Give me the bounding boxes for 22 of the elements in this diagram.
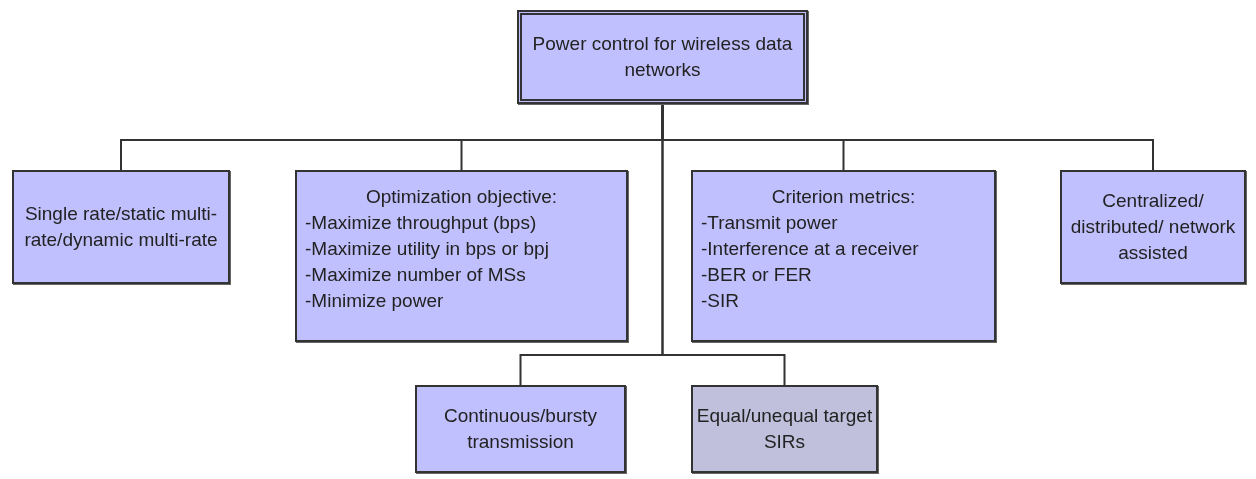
list-item: -Transmit power: [701, 211, 839, 235]
box-label: Continuous/bursty transmission: [442, 404, 599, 454]
list-item: -Maximize number of MSs: [305, 263, 527, 287]
box-label: Power control for wireless data networks: [531, 32, 794, 82]
category-box: [1060, 170, 1246, 284]
box-label: Centralized/ distributed/ network assisted: [1069, 189, 1237, 265]
list-item: -Maximize utility in bps or bpj: [305, 237, 550, 261]
category-box: [517, 10, 808, 104]
box-label: Equal/unequal target SIRs: [695, 404, 874, 454]
list-item: -SIR: [701, 289, 740, 313]
list-item: -Interference at a receiver: [701, 237, 920, 261]
box-label: Single rate/static multi-rate/dynamic multi-rate: [23, 202, 219, 252]
category-box: [295, 170, 628, 342]
list-item: -Minimize power: [305, 289, 445, 313]
box-heading: Optimization objective:: [364, 185, 559, 209]
category-box: [12, 170, 230, 284]
category-box: [415, 385, 626, 473]
category-box: [691, 170, 996, 342]
list-item: -BER or FER: [701, 263, 813, 287]
box-heading: Criterion metrics:: [770, 185, 917, 209]
list-item: -Maximize throughput (bps): [305, 211, 538, 235]
category-box: [691, 385, 878, 473]
